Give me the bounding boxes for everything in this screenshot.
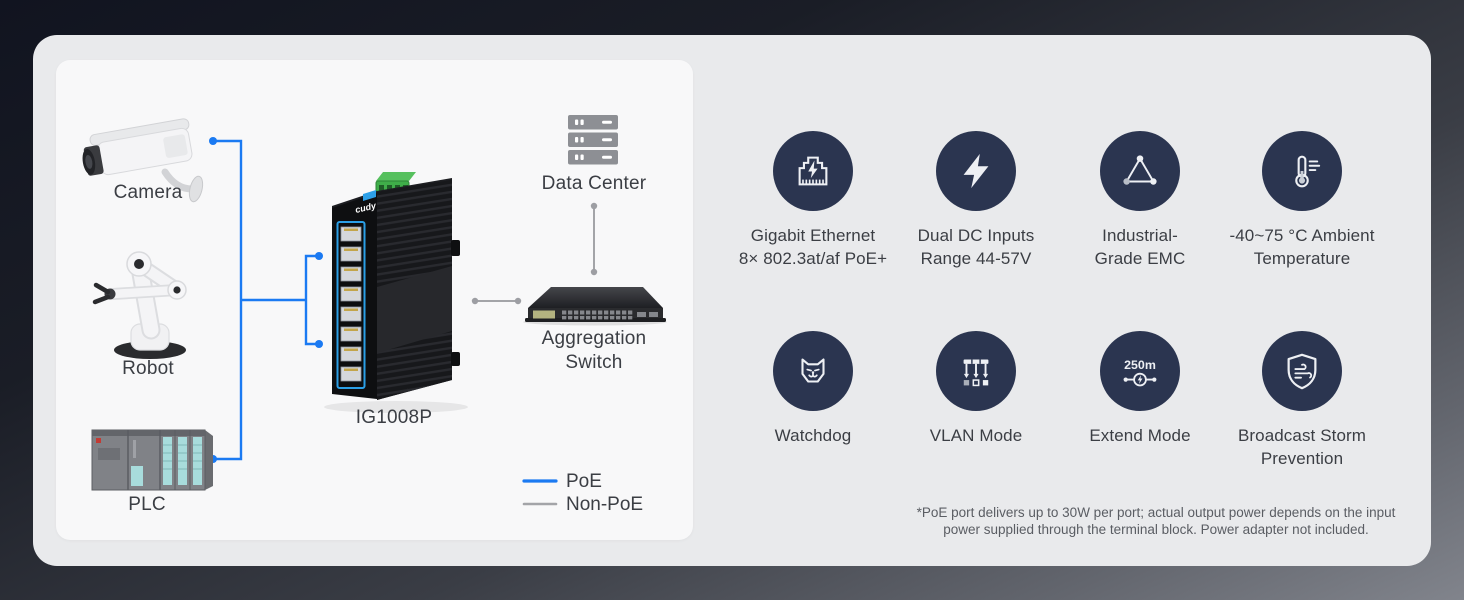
extend-distance-badge: 250m bbox=[1124, 358, 1156, 372]
legend-swatches bbox=[522, 479, 558, 506]
camera-label: Camera bbox=[113, 182, 183, 203]
non-poe-lines bbox=[475, 206, 595, 302]
feature-broadcast-storm-prevention: Broadcast Storm Prevention bbox=[1202, 331, 1402, 470]
feature-circle bbox=[1100, 131, 1180, 211]
switch-brand-text: cudy bbox=[354, 200, 378, 215]
feature-circle bbox=[936, 131, 1016, 211]
feature-circle bbox=[773, 331, 853, 411]
feature-vlan-mode: VLAN Mode bbox=[876, 331, 1076, 448]
thermometer-icon bbox=[1295, 155, 1321, 188]
feature-circle: 250m bbox=[1100, 331, 1180, 411]
robot-label: Robot bbox=[122, 358, 174, 379]
plc-label: PLC bbox=[128, 494, 166, 515]
extend-mode-icon: 250m bbox=[1123, 358, 1157, 387]
switch-model-label: IG1008P bbox=[355, 407, 433, 428]
ig1008p-switch-illustration: cudy bbox=[324, 172, 468, 413]
aggregation-switch-label: Aggregation Switch bbox=[541, 328, 647, 373]
storm-shield-icon bbox=[1287, 353, 1317, 390]
feature-circle bbox=[1262, 131, 1342, 211]
dual-dc-icon bbox=[963, 153, 989, 189]
plc-illustration bbox=[91, 429, 213, 491]
vlan-icon bbox=[963, 359, 989, 387]
camera-illustration bbox=[82, 118, 204, 203]
poe-footnote: *PoE port delivers up to 30W per port; a… bbox=[916, 505, 1396, 537]
data-center-label: Data Center bbox=[541, 173, 647, 194]
emc-triangle-icon bbox=[1123, 155, 1157, 185]
feature-dual-dc-inputs: Dual DC Inputs Range 44-57V bbox=[876, 131, 1076, 270]
feature-gigabit-ethernet: Gigabit Ethernet 8× 802.3at/af PoE+ bbox=[713, 131, 913, 270]
non-poe-dots bbox=[471, 202, 598, 305]
legend-non-poe-label: Non-PoE bbox=[566, 494, 644, 515]
feature-industrial-emc: Industrial- Grade EMC bbox=[1040, 131, 1240, 270]
robot-illustration bbox=[92, 251, 187, 359]
feature-watchdog: Watchdog bbox=[713, 331, 913, 448]
aggregation-switch-illustration bbox=[523, 287, 667, 326]
legend-poe-label: PoE bbox=[566, 471, 602, 492]
watchdog-icon bbox=[801, 358, 825, 383]
data-center-icon bbox=[568, 115, 618, 165]
feature-extend-mode: 250m Extend Mode bbox=[1040, 331, 1240, 448]
poe-connection-lines bbox=[213, 139, 319, 461]
feature-circle bbox=[773, 131, 853, 211]
feature-circle bbox=[936, 331, 1016, 411]
feature-ambient-temperature: -40~75 °C Ambient Temperature bbox=[1202, 131, 1402, 270]
feature-circle bbox=[1262, 331, 1342, 411]
ethernet-poe-icon bbox=[798, 156, 828, 186]
